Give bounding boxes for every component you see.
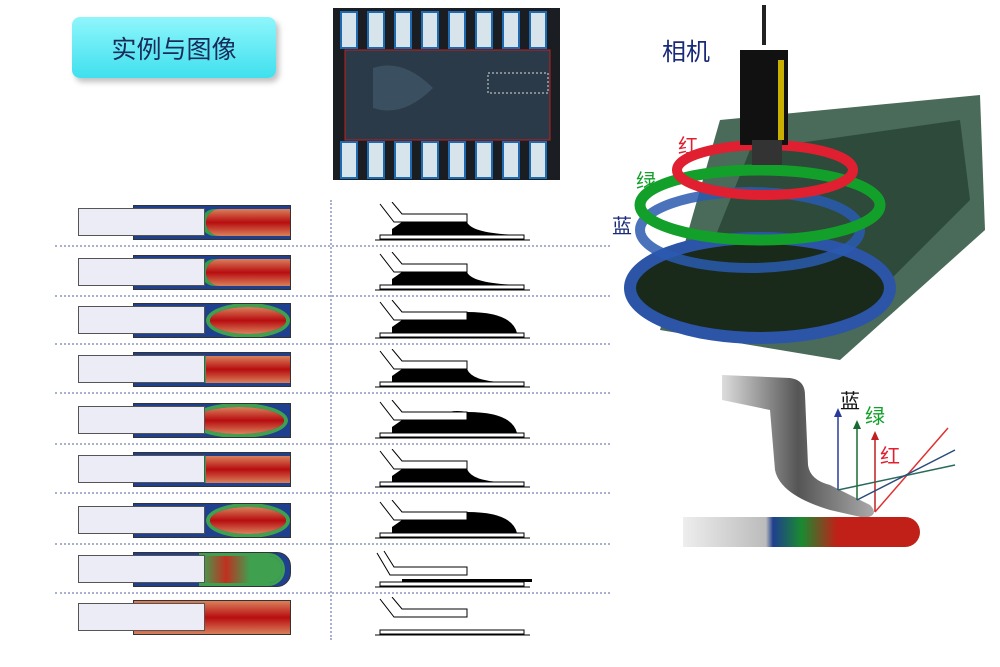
chip-pin xyxy=(448,141,466,179)
red-region xyxy=(210,307,286,334)
divider-horizontal xyxy=(55,295,610,297)
lead-top-view xyxy=(78,355,205,383)
red-region xyxy=(206,209,290,236)
solder-row xyxy=(0,202,600,245)
solder-profile xyxy=(375,349,530,388)
chip-pin xyxy=(367,11,385,49)
chip-pin xyxy=(529,11,547,49)
solder-row xyxy=(0,400,600,443)
chip-pin xyxy=(421,11,439,49)
red-region xyxy=(206,456,290,483)
solder-row xyxy=(0,597,600,640)
solder-profile xyxy=(375,300,530,339)
lead-top-view xyxy=(78,603,205,631)
red-region xyxy=(206,356,290,383)
camera-label: 相机 xyxy=(662,38,710,66)
divider-horizontal xyxy=(55,343,610,345)
blue-label: 蓝 xyxy=(612,214,632,238)
chip-pin xyxy=(394,11,412,49)
green-label: 绿 xyxy=(865,404,885,428)
lead-top-view xyxy=(78,258,205,286)
solder-profile xyxy=(375,449,530,488)
solder-row xyxy=(0,349,600,392)
solder-profile xyxy=(375,400,530,439)
solder-row xyxy=(0,550,600,592)
chip-pin xyxy=(340,11,358,49)
divider-horizontal xyxy=(55,392,610,394)
lead-top-view xyxy=(78,555,205,583)
chip-pin xyxy=(394,141,412,179)
red-region xyxy=(202,556,282,583)
solder-profile xyxy=(375,500,530,539)
blue-label: 蓝 xyxy=(840,389,860,413)
divider-vertical xyxy=(330,200,332,640)
lead-top-view xyxy=(78,406,205,434)
chip-pin xyxy=(529,141,547,179)
chip-pin xyxy=(340,141,358,179)
divider-horizontal xyxy=(55,592,610,594)
title-button: 实例与图像 xyxy=(72,17,276,78)
chip-image xyxy=(333,8,560,180)
lead-top-view xyxy=(78,455,205,483)
chip-pin xyxy=(367,141,385,179)
solder-profile xyxy=(375,597,530,636)
chip-pin xyxy=(502,141,520,179)
red-region xyxy=(210,507,286,534)
red-label: 红 xyxy=(880,444,900,468)
red-region xyxy=(206,259,290,286)
camera-illustration: 相机 红 绿 蓝 xyxy=(600,0,1000,360)
divider-horizontal xyxy=(55,443,610,445)
solder-row xyxy=(0,300,600,343)
chip-pin xyxy=(475,11,493,49)
solder-profile xyxy=(375,252,530,291)
lead-top-view xyxy=(78,506,205,534)
green-label: 绿 xyxy=(636,169,656,193)
chip-pin xyxy=(448,11,466,49)
solder-row xyxy=(0,449,600,492)
chip-pin xyxy=(475,141,493,179)
chip-pin xyxy=(502,11,520,49)
lead-top-view xyxy=(78,208,205,236)
divider-horizontal xyxy=(55,492,610,494)
solder-profile xyxy=(375,202,530,241)
lead-top-view xyxy=(78,306,205,334)
divider-horizontal xyxy=(55,543,610,545)
divider-horizontal xyxy=(55,245,610,247)
red-label: 红 xyxy=(678,134,698,158)
chip-pin xyxy=(421,141,439,179)
solder-profile xyxy=(375,550,532,588)
lead-reflection-illustration: 蓝 绿 红 xyxy=(680,370,980,560)
red-region xyxy=(194,407,284,434)
solder-row xyxy=(0,500,600,543)
solder-row xyxy=(0,252,600,295)
